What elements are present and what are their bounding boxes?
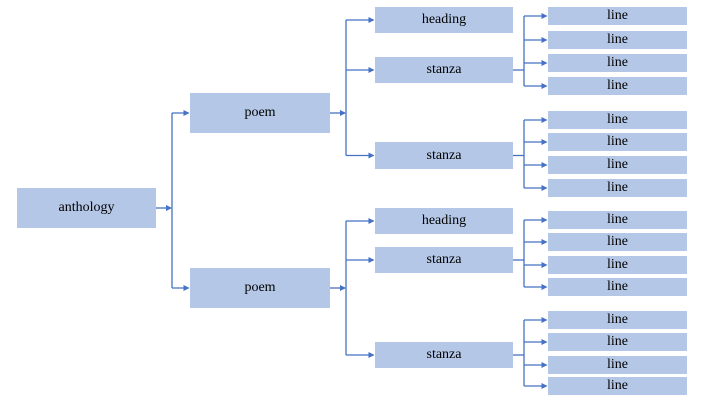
node-anthology: anthology bbox=[17, 188, 156, 228]
node-line: line bbox=[548, 233, 687, 251]
node-poem: poem bbox=[190, 93, 330, 133]
node-line: line bbox=[548, 377, 687, 395]
node-line: line bbox=[548, 256, 687, 274]
node-line: line bbox=[548, 7, 687, 25]
node-line: line bbox=[548, 211, 687, 229]
node-line: line bbox=[548, 311, 687, 329]
node-line: line bbox=[548, 111, 687, 129]
node-line: line bbox=[548, 31, 687, 49]
node-heading: heading bbox=[375, 208, 513, 234]
node-line: line bbox=[548, 156, 687, 174]
node-line: line bbox=[548, 77, 687, 95]
node-line: line bbox=[548, 333, 687, 351]
node-line: line bbox=[548, 133, 687, 151]
node-line: line bbox=[548, 179, 687, 197]
node-stanza: stanza bbox=[375, 142, 513, 169]
node-line: line bbox=[548, 278, 687, 296]
node-heading: heading bbox=[375, 7, 513, 33]
node-stanza: stanza bbox=[375, 247, 513, 273]
node-line: line bbox=[548, 54, 687, 72]
node-line: line bbox=[548, 356, 687, 374]
node-poem: poem bbox=[190, 268, 330, 308]
node-stanza: stanza bbox=[375, 342, 513, 368]
node-stanza: stanza bbox=[375, 57, 513, 83]
